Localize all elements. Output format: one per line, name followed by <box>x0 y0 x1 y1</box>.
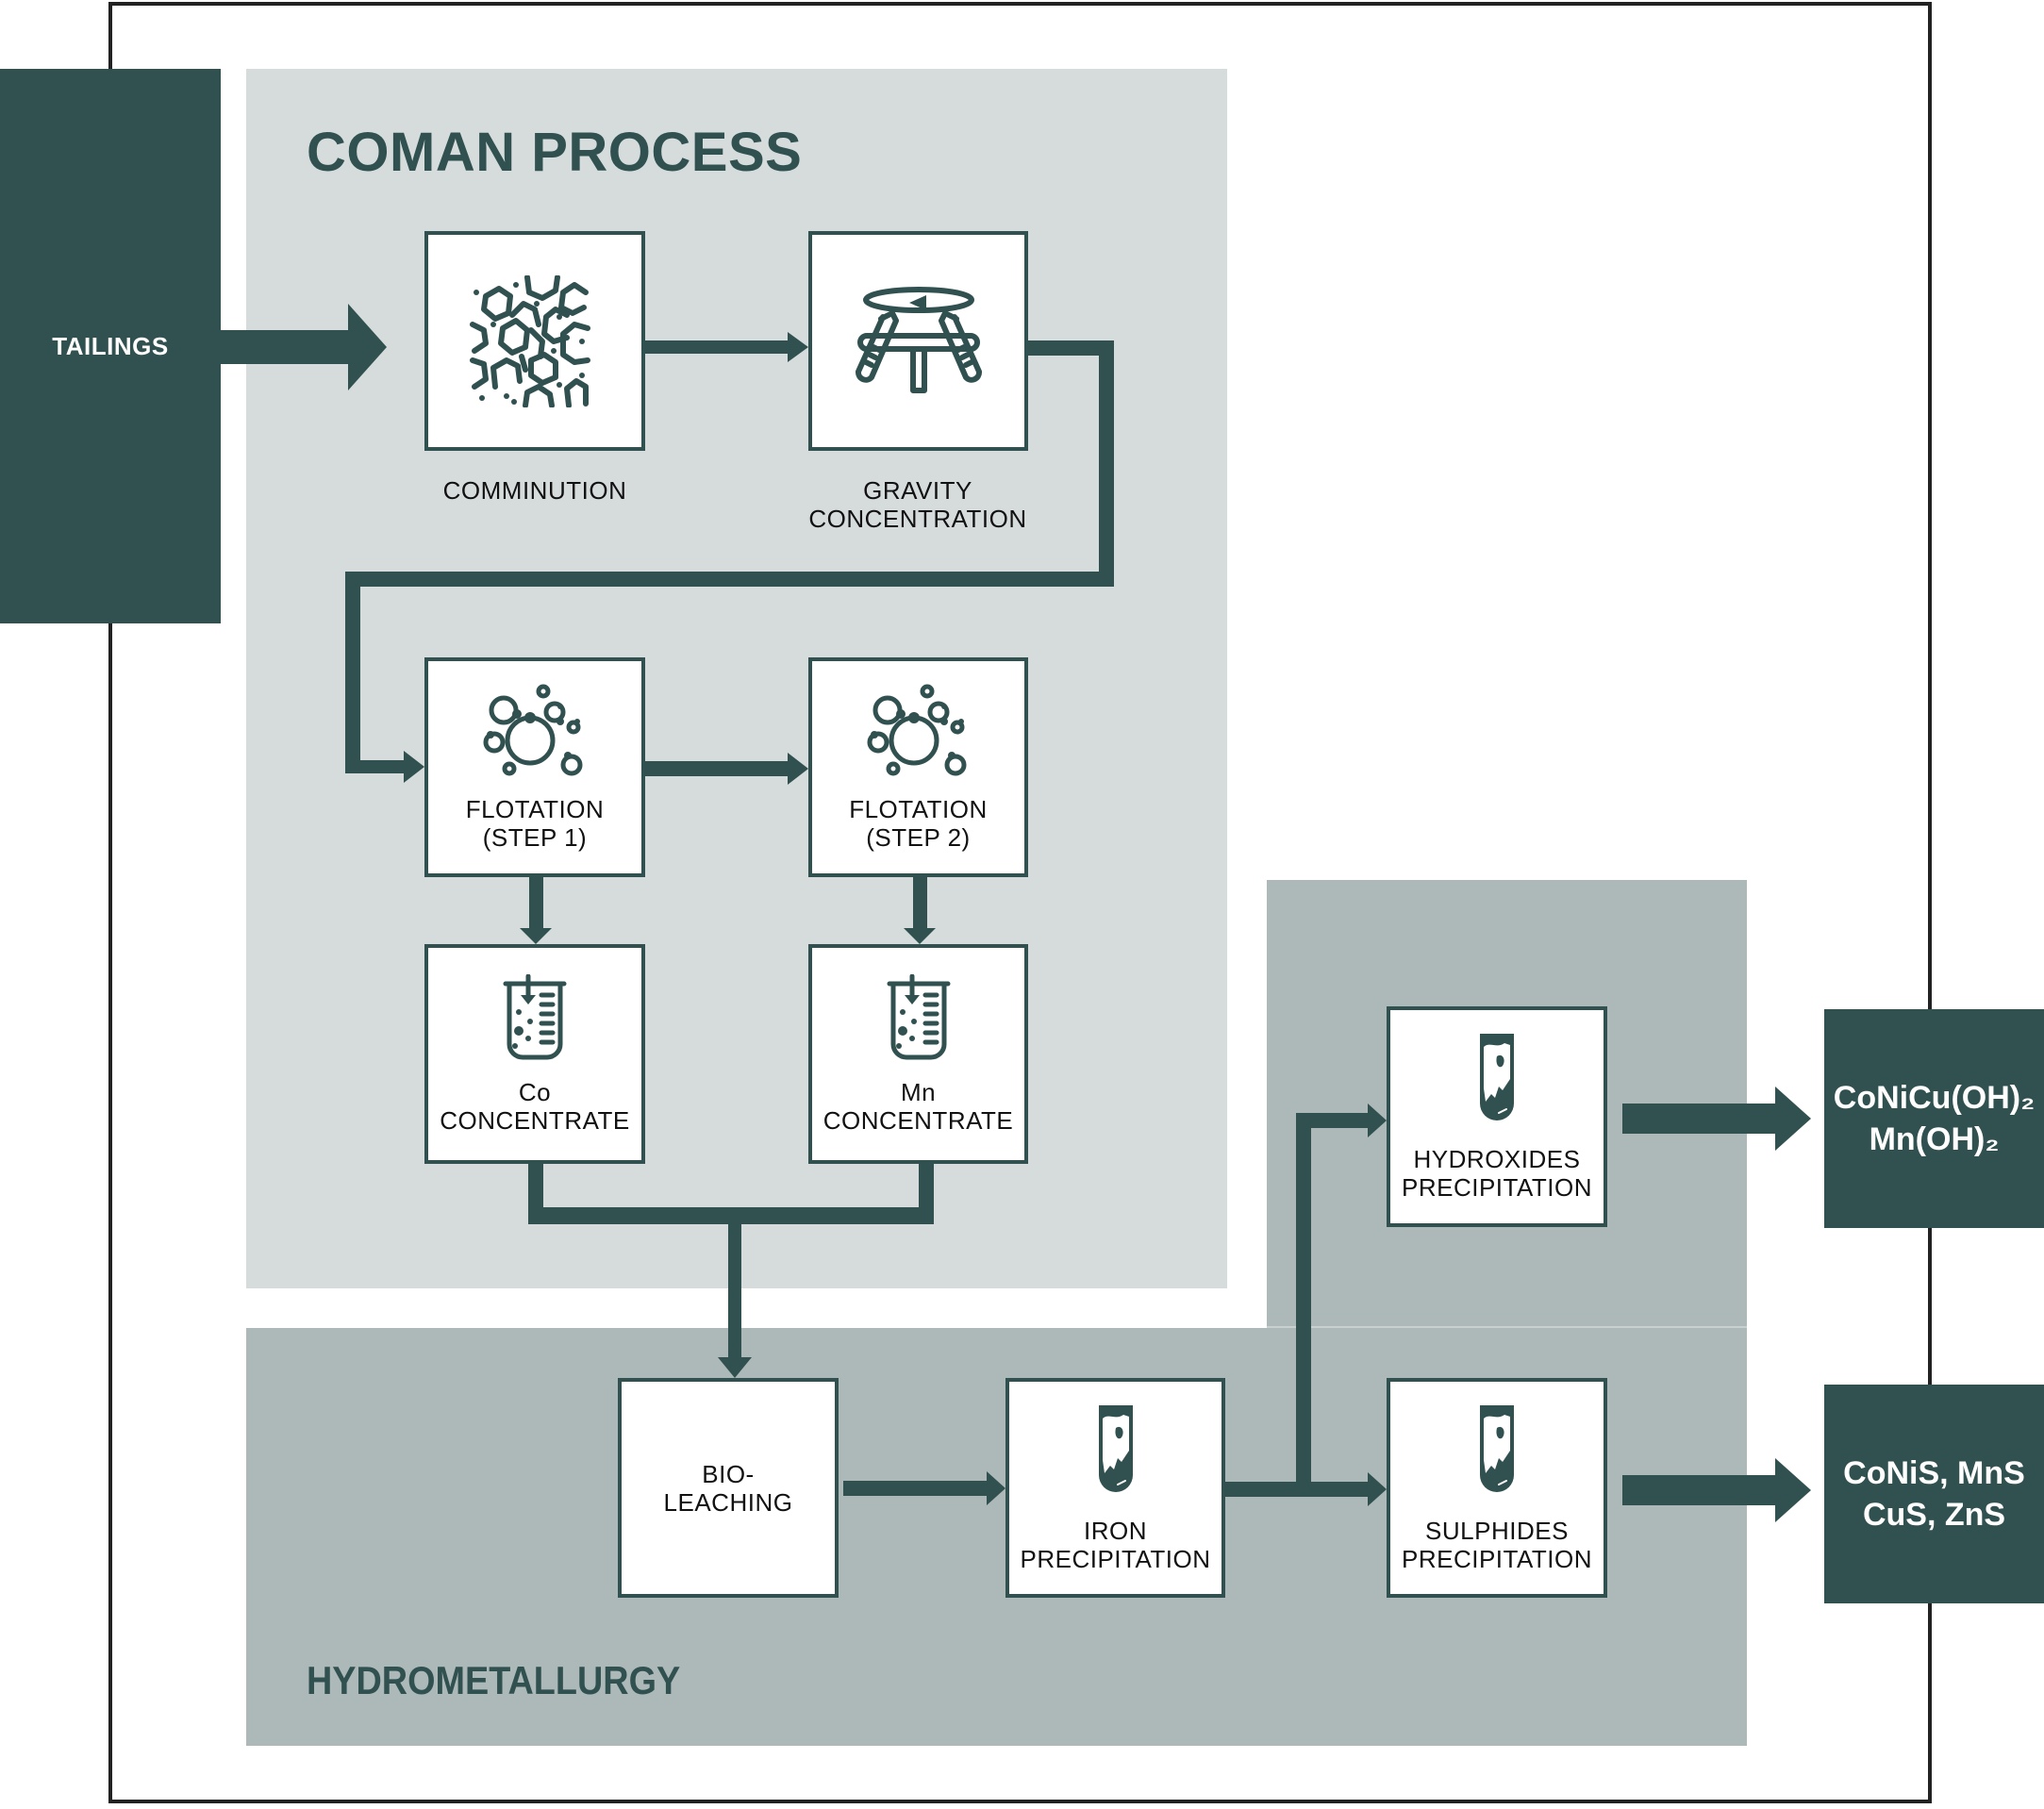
hydroxides-precipitation-label: HYDROXIDES PRECIPITATION <box>1402 1145 1592 1202</box>
flotation-2-label-line2: (STEP 2) <box>866 822 971 852</box>
arrow-flotation1-to-flotation2 <box>645 753 808 785</box>
arrow-sulphides-to-output <box>1622 1458 1811 1522</box>
co-concentrate-label-line1: Co <box>518 1077 552 1106</box>
sulphides-label-line1: SULPHIDES <box>1425 1516 1569 1545</box>
sulphides-label-line2: PRECIPITATION <box>1402 1544 1592 1573</box>
arrow-flotation1-to-co-concentrate <box>520 877 552 944</box>
test-tube-icon <box>1480 1404 1514 1492</box>
hydroxides-label-line1: HYDROXIDES <box>1413 1145 1581 1173</box>
bioleaching-label: BIO- LEACHING <box>664 1460 793 1517</box>
step-flotation-1[interactable]: FLOTATION (STEP 1) <box>424 657 645 877</box>
crushed-rocks-icon <box>470 274 590 407</box>
co-concentrate-label: Co CONCENTRATE <box>440 1078 629 1135</box>
beaker-icon <box>503 973 567 1059</box>
bioleaching-label-line1: BIO- <box>702 1459 755 1488</box>
step-bioleaching[interactable]: BIO- LEACHING <box>618 1378 839 1598</box>
bubbles-icon <box>867 684 966 775</box>
step-hydroxides-precipitation[interactable]: HYDROXIDES PRECIPITATION <box>1387 1006 1607 1227</box>
output-hydroxides-box: CoNiCu(OH)₂ Mn(OH)₂ <box>1824 1009 2044 1228</box>
arrow-comminution-to-gravity <box>645 332 808 362</box>
tailings-label: TAILINGS <box>52 331 169 360</box>
coman-process-panel <box>246 69 1227 1288</box>
tailings-input-box: TAILINGS <box>0 69 221 623</box>
bioleaching-label-line2: LEACHING <box>663 1487 793 1517</box>
test-tube-icon <box>1098 1404 1133 1492</box>
step-gravity-concentration[interactable] <box>808 231 1028 451</box>
iron-precipitation-label-line2: PRECIPITATION <box>1020 1544 1211 1573</box>
flotation-2-label-line1: FLOTATION <box>849 794 988 823</box>
iron-precipitation-label-line1: IRON <box>1084 1516 1147 1545</box>
arrow-iron-to-hydroxides <box>1296 1104 1387 1489</box>
mn-concentrate-label: Mn CONCENTRATE <box>823 1078 1013 1135</box>
arrow-hydroxides-to-output <box>1622 1087 1811 1151</box>
arrow-bioleaching-to-iron <box>843 1471 1005 1505</box>
gravity-label-line2: CONCENTRATION <box>808 505 1027 533</box>
mn-concentrate-label-line2: CONCENTRATE <box>823 1105 1014 1135</box>
flotation-1-label-line1: FLOTATION <box>465 794 605 823</box>
comminution-label: COMMINUTION <box>442 476 627 505</box>
step-mn-concentrate[interactable]: Mn CONCENTRATE <box>808 944 1028 1164</box>
output-hydroxides-line1: CoNiCu(OH)₂ <box>1833 1080 2036 1116</box>
bubbles-icon <box>483 684 583 775</box>
hydroxides-label-line2: PRECIPITATION <box>1402 1173 1592 1202</box>
step-flotation-2[interactable]: FLOTATION (STEP 2) <box>808 657 1028 877</box>
centrifuge-icon <box>855 286 982 393</box>
gravity-label-line1: GRAVITY <box>863 476 972 505</box>
output-sulphides-line2: CuS, ZnS <box>1862 1497 2006 1533</box>
rotation-arrow-icon <box>908 294 926 310</box>
sulphides-precipitation-label: SULPHIDES PRECIPITATION <box>1402 1517 1592 1573</box>
output-sulphides-box: CoNiS, MnS CuS, ZnS <box>1824 1385 2044 1603</box>
flotation-2-label: FLOTATION (STEP 2) <box>849 795 988 852</box>
step-comminution[interactable] <box>424 231 645 451</box>
output-sulphides-line1: CoNiS, MnS <box>1843 1455 2025 1491</box>
step-co-concentrate[interactable]: Co CONCENTRATE <box>424 944 645 1164</box>
gravity-concentration-label: GRAVITY CONCENTRATION <box>776 476 1059 533</box>
test-tube-icon <box>1480 1034 1514 1120</box>
arrow-flotation2-to-mn-concentrate <box>904 877 936 944</box>
flotation-1-label: FLOTATION (STEP 1) <box>466 795 605 852</box>
arrow-tailings-to-comminution <box>221 304 387 390</box>
outer-frame <box>108 2 1932 1803</box>
mn-concentrate-label-line1: Mn <box>900 1077 937 1106</box>
step-iron-precipitation[interactable]: IRON PRECIPITATION <box>1005 1378 1225 1598</box>
co-concentrate-label-line2: CONCENTRATE <box>440 1105 630 1135</box>
output-hydroxides-line2: Mn(OH)₂ <box>1869 1121 2000 1157</box>
hydrometallurgy-title: HYDROMETALLURGY <box>307 1658 681 1702</box>
step-sulphides-precipitation[interactable]: SULPHIDES PRECIPITATION <box>1387 1378 1607 1598</box>
beaker-icon <box>887 973 950 1059</box>
iron-precipitation-label: IRON PRECIPITATION <box>1021 1517 1211 1573</box>
arrow-concentrates-to-bioleaching <box>528 1164 934 1378</box>
coman-process-title: COMAN PROCESS <box>307 122 803 183</box>
flotation-1-label-line2: (STEP 1) <box>482 822 588 852</box>
